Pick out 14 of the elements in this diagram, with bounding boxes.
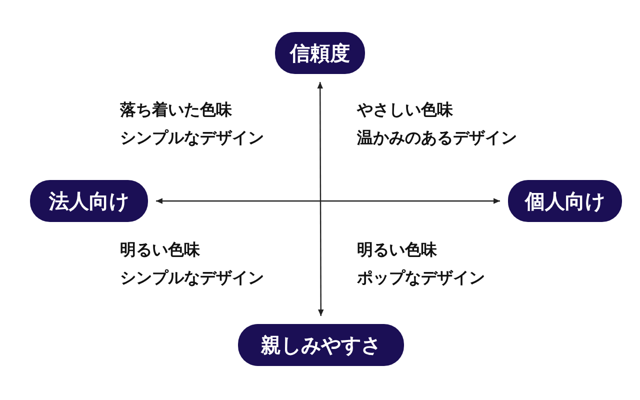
quadrant-text: 明るい色味 xyxy=(120,240,200,260)
quadrant-text: 温かみのあるデザイン xyxy=(357,128,517,148)
quadrant-text: 明るい色味 xyxy=(357,240,437,260)
quadrant-text: 落ち着いた色味 xyxy=(120,100,232,120)
axis-arrow xyxy=(317,82,324,316)
quadrant-text: シンプルなデザイン xyxy=(120,128,264,148)
quadrant-text: シンプルなデザイン xyxy=(120,268,264,288)
axis-arrow xyxy=(156,198,500,204)
axis-label-pill: 信頼度 xyxy=(275,32,365,74)
axis-label-pill: 個人向け xyxy=(508,180,622,222)
quadrant-text: ポップなデザイン xyxy=(357,268,485,288)
quadrant-text: やさしい色味 xyxy=(357,100,453,120)
axis-label-pill: 法人向け xyxy=(30,180,148,222)
axis-label-pill: 親しみやすさ xyxy=(238,324,404,366)
